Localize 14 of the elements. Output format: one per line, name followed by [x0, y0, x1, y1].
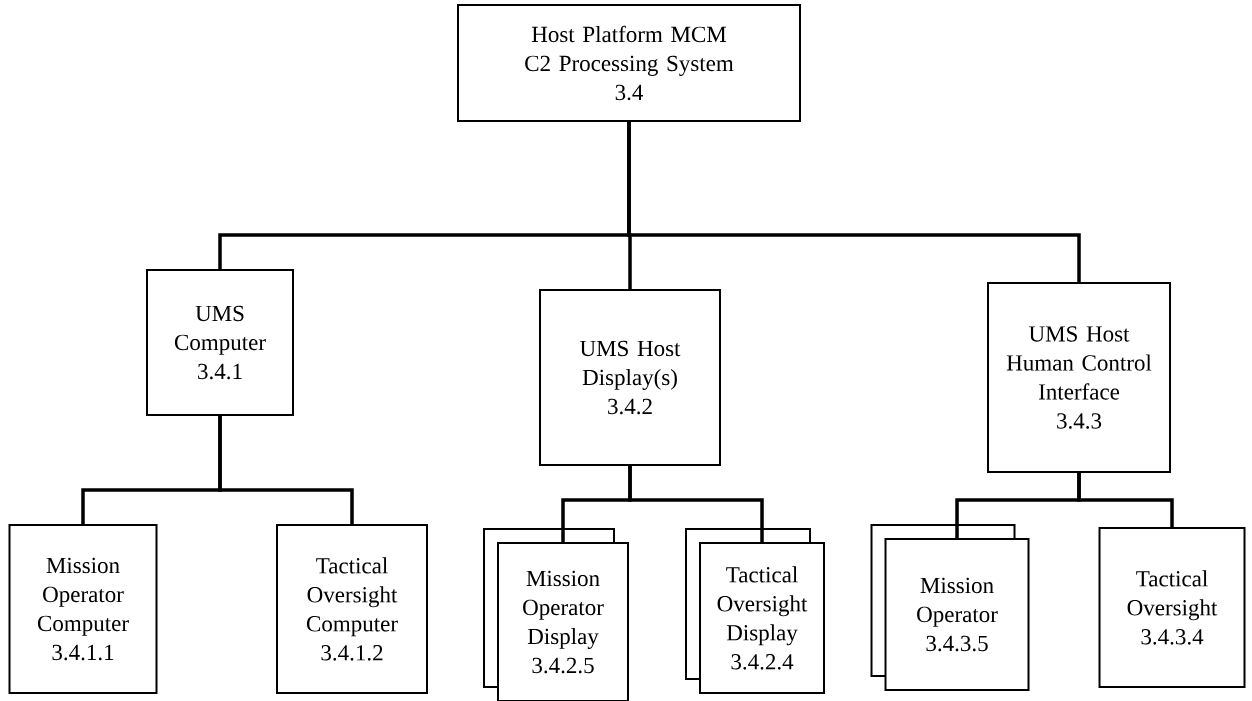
stacked-box: Tactical Oversight Display 3.4.2.4	[685, 528, 825, 694]
box: UMS Computer 3.4.1	[146, 269, 294, 416]
box: UMS Host Human Control Interface 3.4.3	[987, 282, 1171, 473]
box: Mission Operator Computer 3.4.1.1	[8, 524, 158, 694]
stacked-box: Mission Operator 3.4.3.5	[870, 524, 1030, 691]
connector	[218, 416, 354, 524]
box: Tactical Oversight 3.4.3.4	[1098, 527, 1246, 688]
connector	[628, 466, 764, 542]
box: Tactical Oversight Computer 3.4.1.2	[276, 524, 428, 694]
stacked-box: Mission Operator Display 3.4.2.5	[483, 528, 629, 701]
connector	[1077, 473, 1174, 527]
connector	[627, 122, 1081, 282]
box: UMS Host Display(s) 3.4.2	[539, 289, 721, 466]
box: Host Platform MCM C2 Processing System 3.4	[457, 4, 801, 122]
